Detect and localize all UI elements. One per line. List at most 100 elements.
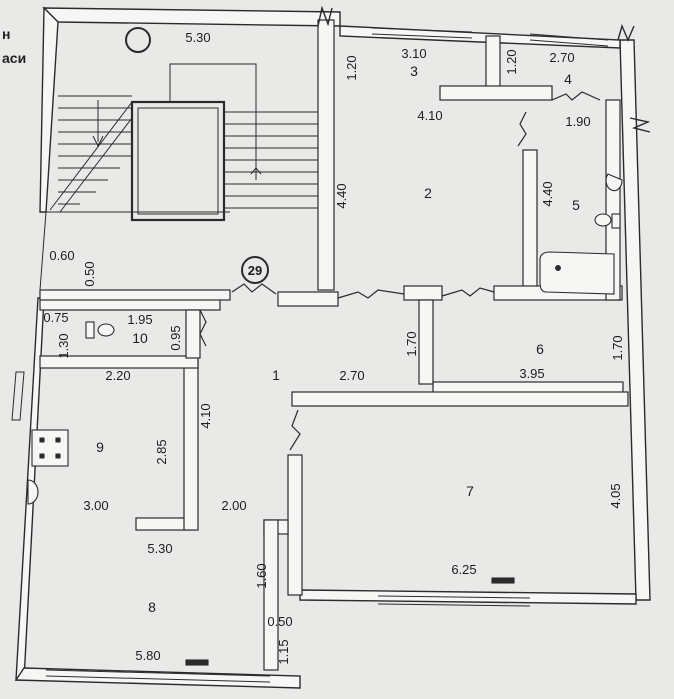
dim-050-a: 0.50	[82, 261, 97, 286]
wall-room7-top	[291, 391, 629, 407]
dimension-labels: 5.30 3.10 2.70 4.10 1.90 0.60 0.75 1.95 …	[43, 30, 625, 665]
radiator-room7-icon	[491, 577, 515, 584]
dim-060: 0.60	[49, 248, 74, 263]
kitchen-sink-icon	[27, 479, 39, 505]
dim-130: 1.30	[56, 333, 71, 358]
dim-200: 2.00	[221, 498, 246, 513]
break-mark-side-icon	[629, 117, 651, 133]
dim-440-b: 4.40	[540, 181, 555, 206]
windows	[11, 27, 609, 683]
stair-flight-diag	[49, 101, 133, 213]
dim-190: 1.90	[565, 114, 590, 129]
wall-room10-bottom	[39, 355, 199, 369]
window-room8	[45, 669, 271, 683]
wall-right	[619, 39, 651, 601]
wall-room9-right	[183, 359, 199, 531]
window-room9	[11, 371, 25, 421]
exterior-walls	[14, 6, 651, 689]
edge-text-top: н	[2, 26, 11, 42]
wall-top	[42, 7, 341, 27]
break-marks	[317, 5, 651, 133]
room-label-4: 4	[564, 71, 572, 87]
wall-bath-left	[522, 149, 538, 293]
room-label-6: 6	[536, 341, 544, 357]
room-labels: 1 2 3 4 5 6 7 8 9 10	[96, 63, 580, 615]
toilet-r10-icon	[97, 323, 115, 337]
dim-220: 2.20	[105, 368, 130, 383]
window-room7	[377, 595, 531, 607]
room-label-7: 7	[466, 483, 474, 499]
bathtub-icon	[539, 251, 615, 295]
stove-icon	[31, 429, 69, 467]
dim-580: 5.80	[135, 648, 160, 663]
break-mark-right-icon	[617, 23, 635, 42]
dim-170-b: 1.70	[610, 335, 625, 360]
room-label-10: 10	[132, 330, 148, 346]
stair-landing	[39, 211, 230, 291]
room-label-9: 9	[96, 439, 104, 455]
door-room5	[517, 111, 527, 147]
dim-410-r2: 4.10	[417, 108, 442, 123]
dim-115: 1.15	[276, 639, 291, 664]
wall-stair-bottom	[39, 289, 231, 301]
dim-160: 1.60	[254, 563, 269, 588]
wall-left	[39, 6, 59, 213]
interior-walls	[39, 19, 629, 671]
dim-270-r1: 2.70	[339, 368, 364, 383]
wall-room10-right	[185, 309, 201, 359]
shaft-circle-icon	[125, 27, 151, 53]
dim-270-r4: 2.70	[549, 50, 574, 65]
room-label-1: 1	[272, 367, 280, 383]
stair-treads-left	[58, 95, 132, 205]
door-room2-1	[337, 289, 405, 299]
wall-stair-right	[317, 19, 335, 291]
dim-310: 3.10	[401, 46, 426, 61]
dim-625: 6.25	[451, 562, 476, 577]
dim-300: 3.00	[83, 498, 108, 513]
stair-core	[130, 100, 226, 222]
apartment-number: 29	[248, 263, 262, 278]
dim-285: 2.85	[154, 439, 169, 464]
dim-395: 3.95	[519, 366, 544, 381]
door-room7	[289, 409, 301, 451]
door-room10	[199, 309, 207, 347]
dim-530-top: 5.30	[185, 30, 210, 45]
sink-icon	[605, 173, 623, 192]
dim-195: 1.95	[127, 312, 152, 327]
dim-410-r1: 4.10	[198, 403, 213, 428]
fixtures	[27, 173, 623, 666]
stair-down-line	[169, 63, 257, 180]
apartment-number-badge	[241, 256, 269, 284]
wall-room4-5	[439, 85, 553, 101]
stove-burners-icon	[39, 437, 61, 459]
wall-room1-leftseg	[263, 519, 279, 671]
door-room1-stair	[231, 283, 277, 295]
stair-up-arrow-icon	[92, 135, 104, 148]
wall-mid-post	[403, 285, 443, 301]
room-label-5: 5	[572, 197, 580, 213]
edge-text-bottom: аси	[2, 50, 27, 66]
dim-405: 4.05	[608, 483, 623, 508]
window-room4	[529, 33, 609, 47]
wall-room7-left	[287, 454, 303, 596]
dim-440-a: 4.40	[334, 183, 349, 208]
toilet-r5-tank-icon	[611, 213, 621, 229]
stair-down-arrow-icon	[250, 167, 262, 175]
room-label-3: 3	[410, 63, 418, 79]
staircase	[39, 27, 318, 291]
stair-treads-right	[224, 111, 318, 209]
wall-room6-left	[418, 299, 434, 385]
wall-top-right	[339, 25, 621, 49]
toilet-r5-icon	[594, 213, 612, 227]
bathtub-drain-icon	[555, 265, 561, 271]
dim-530-r8: 5.30	[147, 541, 172, 556]
window-room3	[371, 27, 473, 39]
room-label-8: 8	[148, 599, 156, 615]
dim-095: 0.95	[168, 325, 183, 350]
stair-core-inner	[137, 107, 219, 215]
wall-bath-right	[605, 99, 621, 301]
doors	[199, 91, 601, 451]
dim-120-a: 1.20	[344, 55, 359, 80]
radiator-room8-icon	[185, 659, 209, 666]
